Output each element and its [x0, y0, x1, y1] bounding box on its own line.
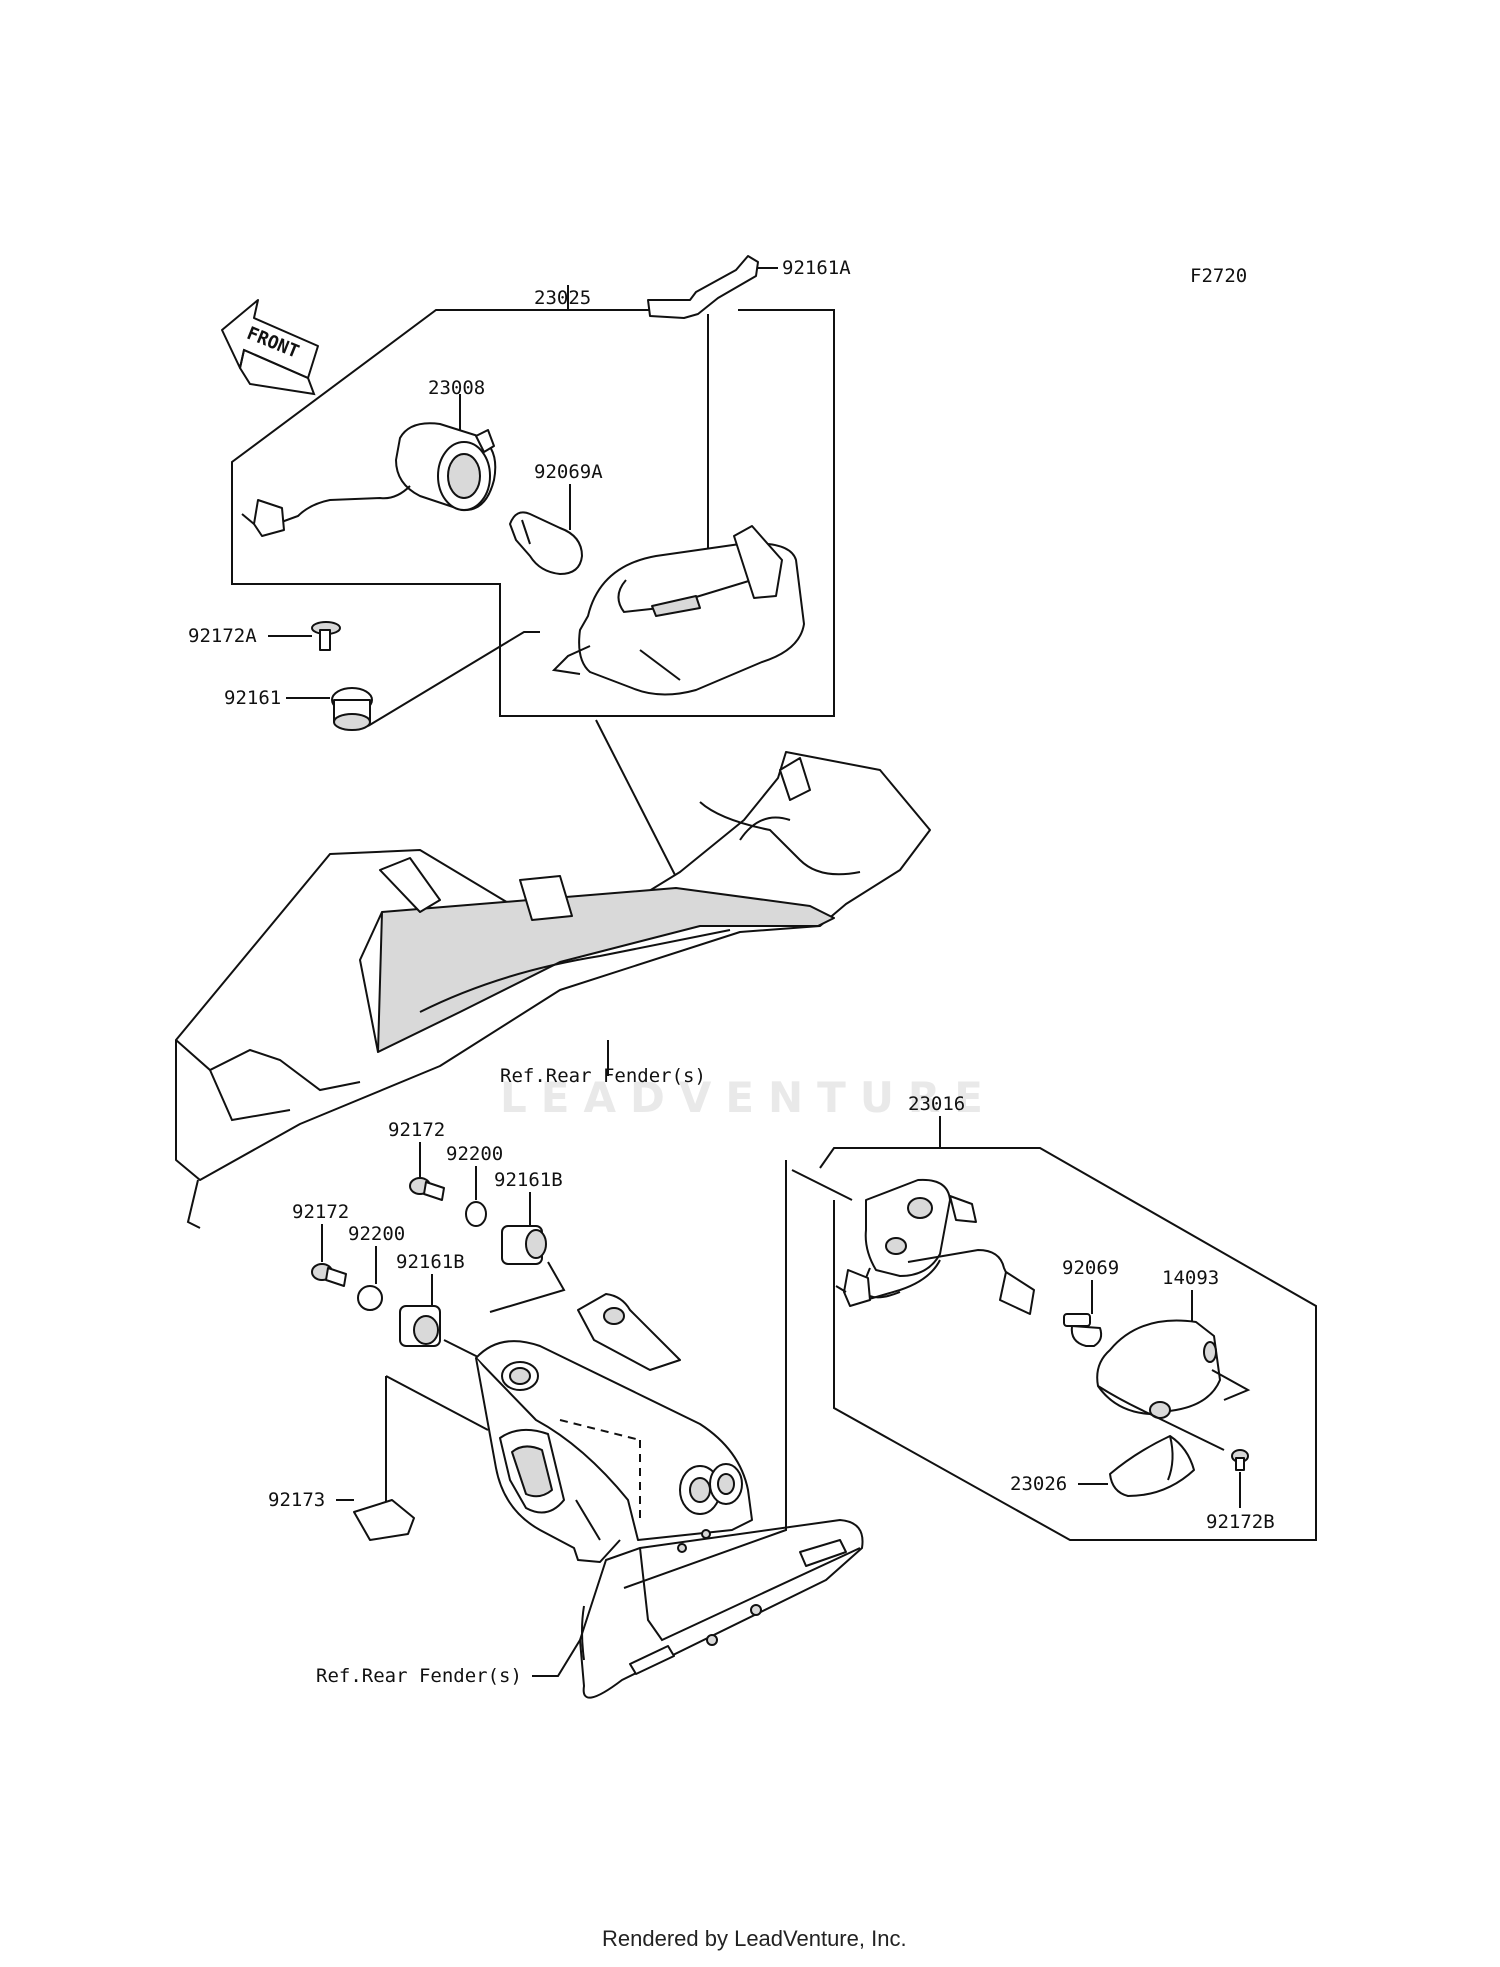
callout-92069: 92069 [1062, 1257, 1119, 1279]
strap-92161A [647, 255, 778, 319]
rear-fender [175, 751, 931, 1229]
light-housing [551, 525, 805, 696]
callout-92161: 92161 [224, 687, 281, 709]
front-arrow-icon: FRONT [221, 299, 319, 396]
callout-23008: 23008 [428, 377, 485, 399]
callout-ref-fender-upper: Ref.Rear Fender(s) [500, 1065, 706, 1087]
callout-92172B: 92172B [1206, 1511, 1275, 1533]
callout-23016: 23016 [908, 1093, 965, 1115]
grommet-92161 [331, 687, 373, 731]
lens-14093 [1096, 1319, 1221, 1419]
washer-92200-a [465, 1201, 487, 1227]
bulb-92069A [509, 511, 583, 575]
bulb-92069 [1063, 1313, 1103, 1347]
callout-92200-b: 92200 [348, 1223, 405, 1245]
watermark: LEADVENTURE [500, 1073, 997, 1122]
callout-92200-a: 92200 [446, 1143, 503, 1165]
socket-23016 [835, 1178, 1035, 1315]
footer-credit: Rendered by LeadVenture, Inc. [602, 1926, 907, 1951]
callout-ref-fender-lower: Ref.Rear Fender(s) [316, 1665, 522, 1687]
callout-92172A: 92172A [188, 625, 257, 647]
bracket-23016 [623, 1147, 1317, 1589]
figure-code: F2720 [1190, 265, 1247, 287]
screw-92172-b [311, 1263, 347, 1287]
callout-92172-b: 92172 [292, 1201, 349, 1223]
callout-92161B-a: 92161B [494, 1169, 563, 1191]
callout-92161A: 92161A [782, 257, 851, 279]
callout-23026: 23026 [1010, 1473, 1067, 1495]
grommet-92161B-b [399, 1305, 441, 1347]
screw-92172B [1231, 1449, 1249, 1471]
callout-92173: 92173 [268, 1489, 325, 1511]
callout-92161B-b: 92161B [396, 1251, 465, 1273]
pad-92173 [353, 1499, 415, 1541]
washer-92200-b [357, 1285, 383, 1311]
reflector-23026 [1109, 1435, 1195, 1497]
callout-14093: 14093 [1162, 1267, 1219, 1289]
callout-23025: 23025 [534, 287, 591, 309]
callout-92172-a: 92172 [388, 1119, 445, 1141]
bracket-23025 [231, 285, 835, 717]
socket-23008 [241, 422, 497, 537]
callout-92069A: 92069A [534, 461, 603, 483]
screw-92172-a [409, 1177, 445, 1201]
license-bracket [475, 1293, 864, 1699]
screw-92172A [311, 621, 341, 651]
grommet-92161B-a [501, 1225, 547, 1265]
